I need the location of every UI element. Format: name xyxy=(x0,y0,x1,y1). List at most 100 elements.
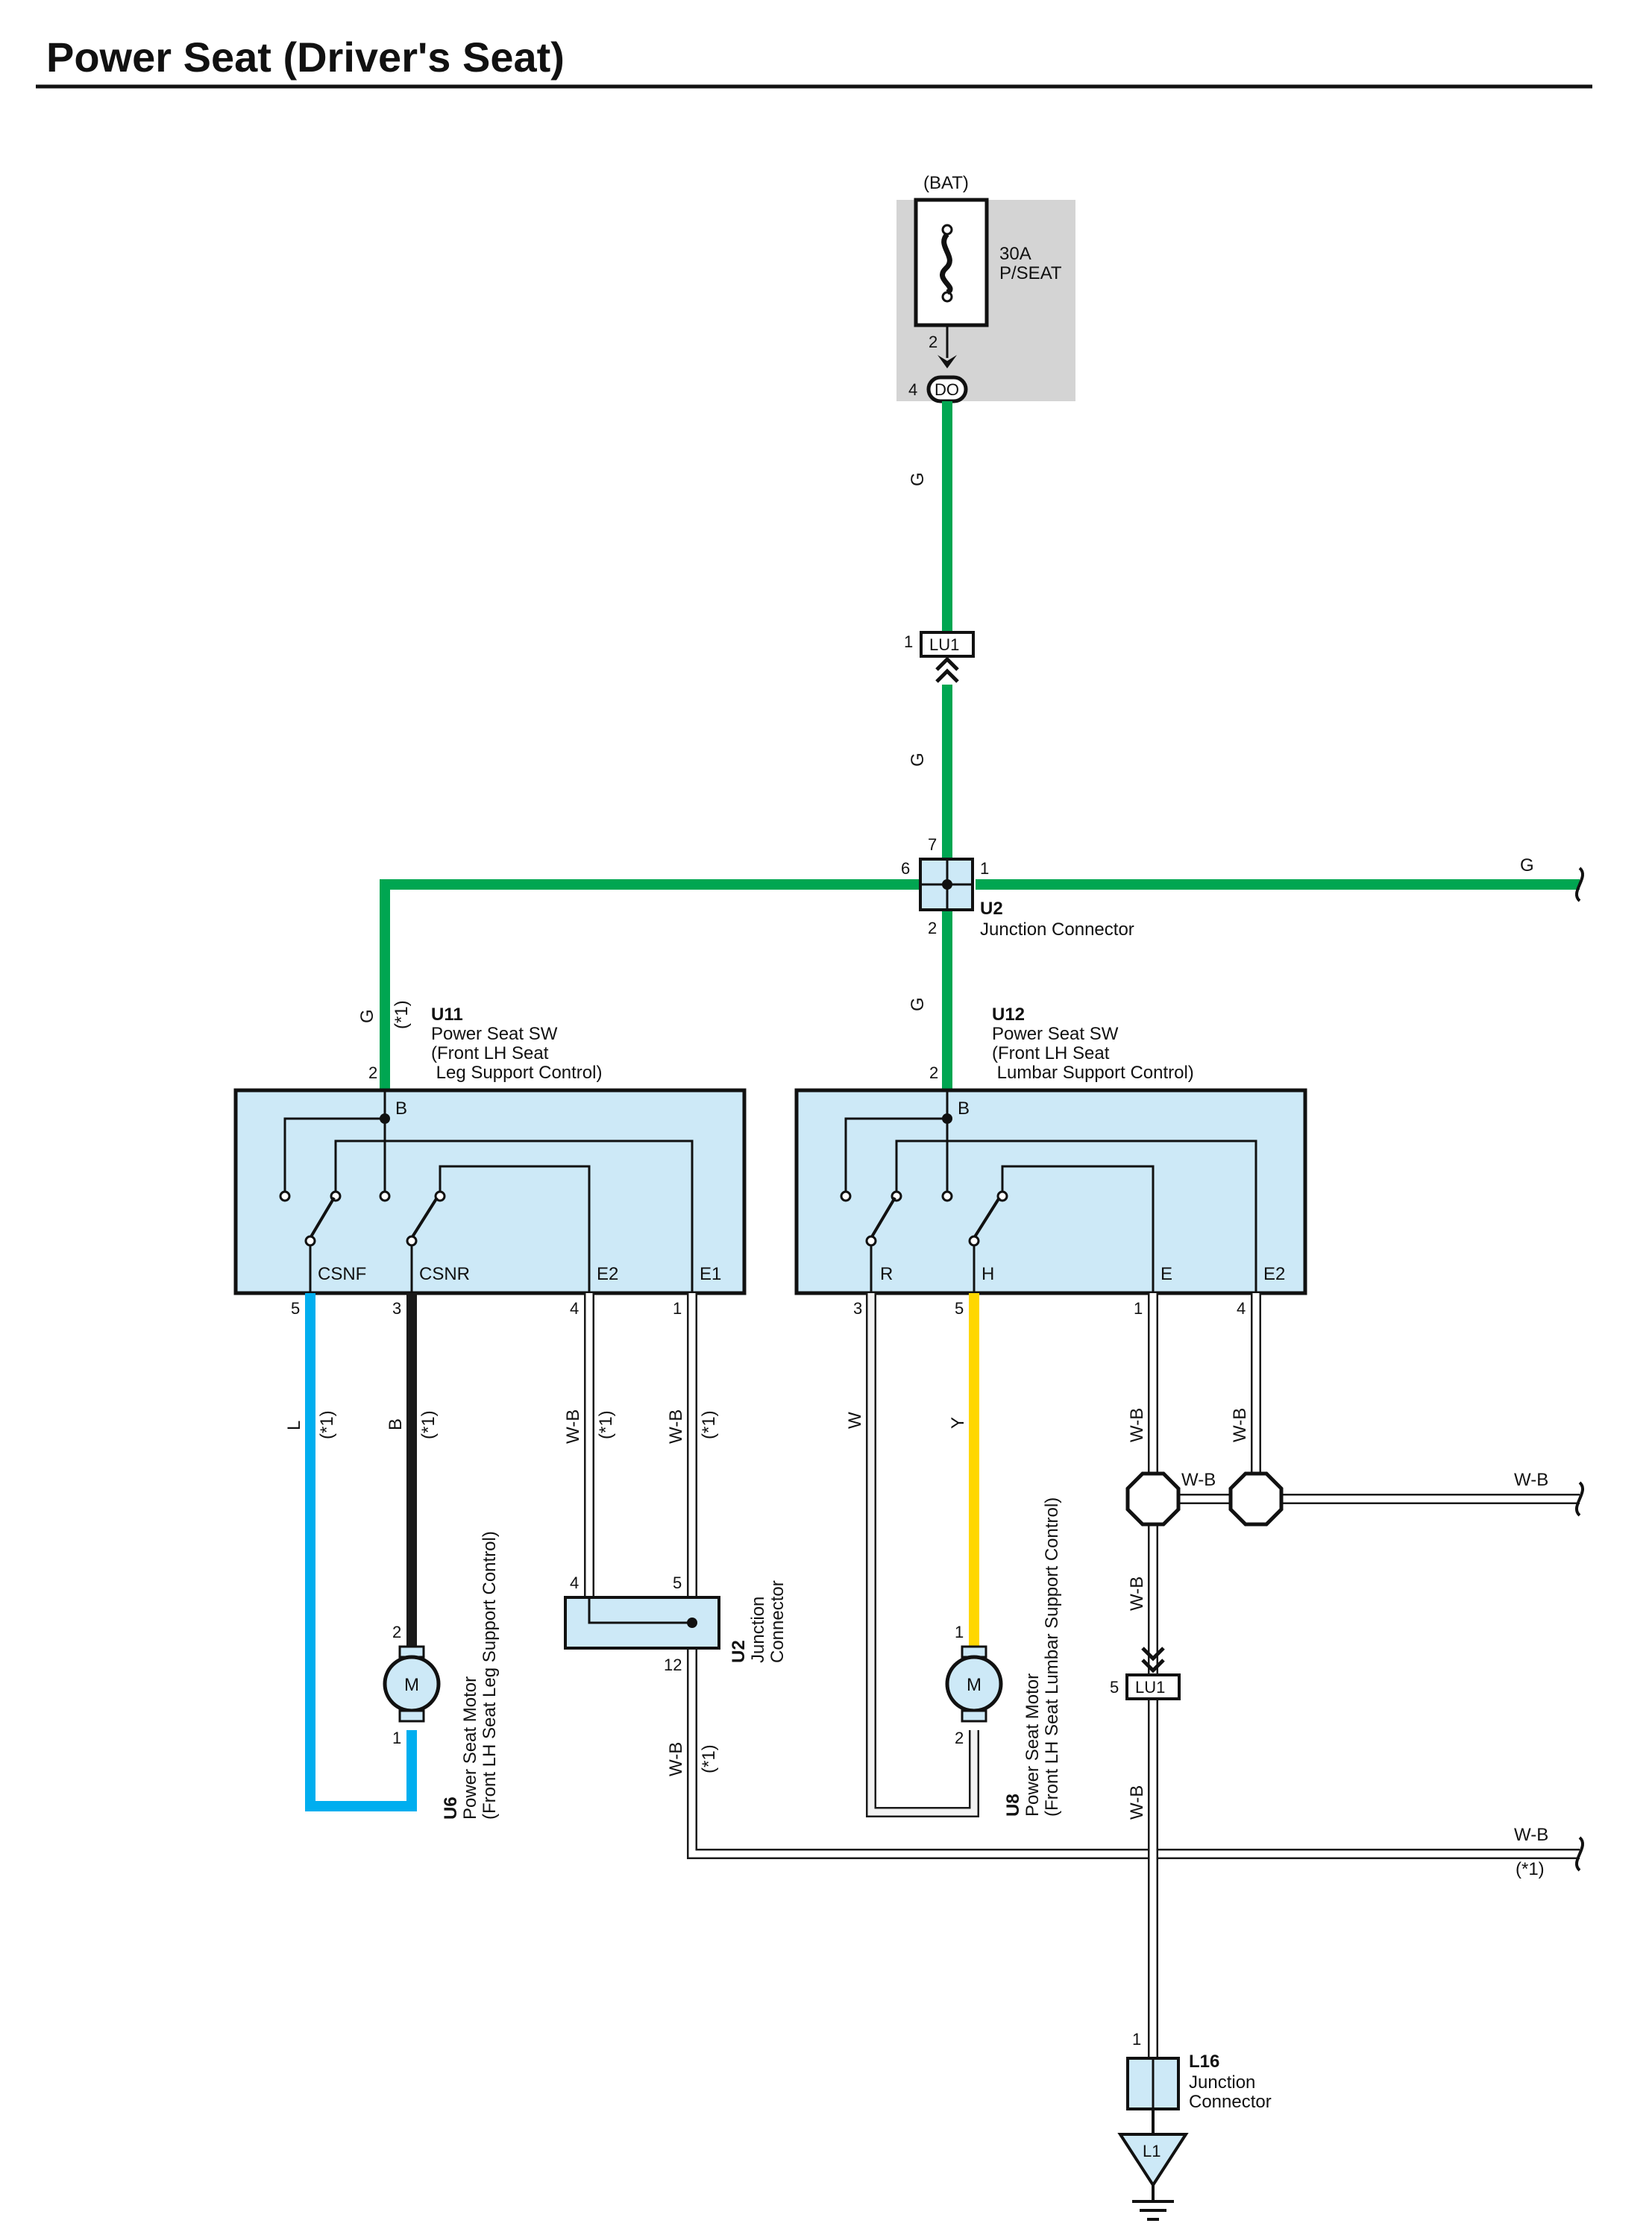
switch-u12: U12 Power Seat SW (Front LH Seat Lumbar … xyxy=(794,1005,1307,1318)
u12-pin-2: 2 xyxy=(929,1063,938,1082)
junction-u2-main: 7 6 1 2 U2 Junction Connector xyxy=(901,835,1134,940)
u11-pin-3: 3 xyxy=(392,1299,401,1318)
u6-symbol: M xyxy=(404,1675,419,1695)
u11-contact-1 xyxy=(279,1190,291,1202)
wire-label-y: Y xyxy=(948,1417,968,1429)
splice-point-2 xyxy=(1228,1471,1284,1527)
u11-terminal-csnr: CSNR xyxy=(419,1264,470,1284)
u2-pin-1: 1 xyxy=(980,859,989,878)
wire-note-wb-right-2: (*1) xyxy=(1516,1859,1545,1879)
wire-continuation-break-wb-1 xyxy=(1574,1481,1585,1517)
wire-continuation-break-g xyxy=(1574,867,1585,902)
wire-label-wb-e1: W-B xyxy=(666,1409,686,1444)
u2-pin-6: 6 xyxy=(901,859,910,878)
wire-label-g-right: G xyxy=(1520,855,1534,876)
lu1-top-label: LU1 xyxy=(929,635,959,654)
lu1-bottom-body xyxy=(1125,1673,1181,1700)
wire-note-b: (*1) xyxy=(418,1410,439,1439)
u2-lower-pin-5: 5 xyxy=(673,1574,682,1592)
u12-contact-1 xyxy=(840,1190,852,1202)
wire-label-g-2: G xyxy=(908,752,928,767)
u12-terminal-h: H xyxy=(982,1264,994,1284)
u6-pin-2: 2 xyxy=(392,1623,401,1641)
switch-u11: U11 Power Seat SW (Front LH Seat Leg Sup… xyxy=(233,1005,747,1318)
lu1-top-body xyxy=(920,631,975,658)
fuse-pin-2: 2 xyxy=(929,333,938,351)
u12-terminal-b: B xyxy=(958,1098,970,1119)
wire-label-g-4: G xyxy=(357,1009,377,1023)
u12-name-line-3: Lumbar Support Control) xyxy=(992,1063,1194,1083)
u8-name-2: (Front LH Seat Lumbar Support Control) xyxy=(1042,1497,1062,1817)
u2-lower-node xyxy=(687,1618,697,1628)
motor-u6: 2 M 1 U6 Power Seat Motor (Front LH Seat… xyxy=(383,1531,500,1820)
u12-name-line-2: (Front LH Seat xyxy=(992,1043,1110,1063)
fuse-name: P/SEAT xyxy=(999,263,1062,283)
u6-name-1: Power Seat Motor xyxy=(460,1676,480,1820)
u11-terminal-e2: E2 xyxy=(597,1264,618,1284)
u12-id: U12 xyxy=(992,1005,1025,1025)
u12-contact-3 xyxy=(941,1190,953,1202)
u12-body xyxy=(794,1088,1307,1295)
u11-name-line-3: Leg Support Control) xyxy=(431,1063,602,1083)
u2-lower-pin-12: 12 xyxy=(664,1656,682,1674)
l16-name-1: Junction xyxy=(1189,2072,1255,2093)
u2-lower-name-2: Connector xyxy=(767,1580,788,1663)
wire-label-g-1: G xyxy=(908,472,928,486)
u2-lower-pin-4: 4 xyxy=(570,1574,579,1592)
u12-pin-1: 1 xyxy=(1134,1299,1143,1318)
inline-connector-lu1-top: 1 LU1 xyxy=(904,631,975,683)
u2-pin-7: 7 xyxy=(928,835,937,854)
u11-internal-e2 xyxy=(439,1165,591,1293)
u12-pin-4: 4 xyxy=(1237,1299,1246,1318)
lu1-bottom-label: LU1 xyxy=(1135,1678,1165,1697)
fuse-element-icon xyxy=(940,232,953,295)
u12-switch-blade-1 xyxy=(870,1196,896,1239)
wire-w-inner xyxy=(867,1293,978,1816)
l16-pin-1: 1 xyxy=(1132,2030,1141,2049)
wire-label-wb-mid: W-B xyxy=(1127,1577,1147,1611)
u12-terminal-e: E xyxy=(1161,1264,1172,1284)
u6-pin-1: 1 xyxy=(392,1729,401,1747)
wire-label-l: L xyxy=(284,1421,304,1430)
wire-wb-e1-inner xyxy=(688,1293,1580,1858)
u12-common-2 xyxy=(968,1235,980,1247)
fuse-terminal-top xyxy=(941,224,953,236)
wire-label-wb-e2-u12: W-B xyxy=(1230,1408,1250,1442)
fuse-connector-arrow-icon xyxy=(938,355,957,368)
u11-internal-b-left xyxy=(283,1090,386,1193)
wire-note-wb-e2: (*1) xyxy=(596,1410,616,1439)
u11-pin-5: 5 xyxy=(291,1299,300,1318)
u12-internal-e2 xyxy=(895,1139,1257,1293)
wire-label-wb-e: W-B xyxy=(1127,1408,1147,1442)
u8-pin-1: 1 xyxy=(955,1623,964,1641)
u11-terminal-csnf: CSNF xyxy=(318,1264,366,1284)
junction-u2-lower: 4 5 12 U2 Junction Connector xyxy=(564,1574,788,1674)
u11-switch-blade-1 xyxy=(309,1196,336,1239)
wire-note-wb-u2: (*1) xyxy=(699,1744,719,1773)
u2-lower-name-1: Junction xyxy=(748,1597,768,1663)
u11-name-line-1: Power Seat SW xyxy=(431,1024,558,1044)
u8-symbol: M xyxy=(967,1675,982,1695)
wire-note-wb-e1: (*1) xyxy=(699,1410,719,1439)
fuse-connector-label: DO xyxy=(935,380,959,399)
fuse-terminal-bottom xyxy=(941,291,953,303)
wire-label-wb-e2: W-B xyxy=(563,1409,583,1444)
u12-terminal-r: R xyxy=(880,1264,893,1284)
page-title: Power Seat (Driver's Seat) xyxy=(46,34,565,81)
u11-common-1 xyxy=(304,1235,316,1247)
ground-label: L1 xyxy=(1143,2142,1161,2160)
u8-name-1: Power Seat Motor xyxy=(1023,1673,1043,1817)
u11-common-2 xyxy=(406,1235,418,1247)
lu1-top-pin: 1 xyxy=(904,632,913,651)
u2-lower-bus xyxy=(588,1597,692,1624)
wire-continuation-break-wb-2 xyxy=(1574,1836,1585,1872)
wire-label-g-3: G xyxy=(908,997,928,1011)
u6-id: U6 xyxy=(441,1797,461,1820)
fuse-rating: 30A xyxy=(999,244,1031,264)
u11-pin-2: 2 xyxy=(368,1063,377,1082)
fuse-source-label: (BAT) xyxy=(923,173,969,193)
u6-terminal-bottom xyxy=(398,1709,425,1723)
u11-contact-3 xyxy=(379,1190,391,1202)
u12-common-1 xyxy=(865,1235,877,1247)
